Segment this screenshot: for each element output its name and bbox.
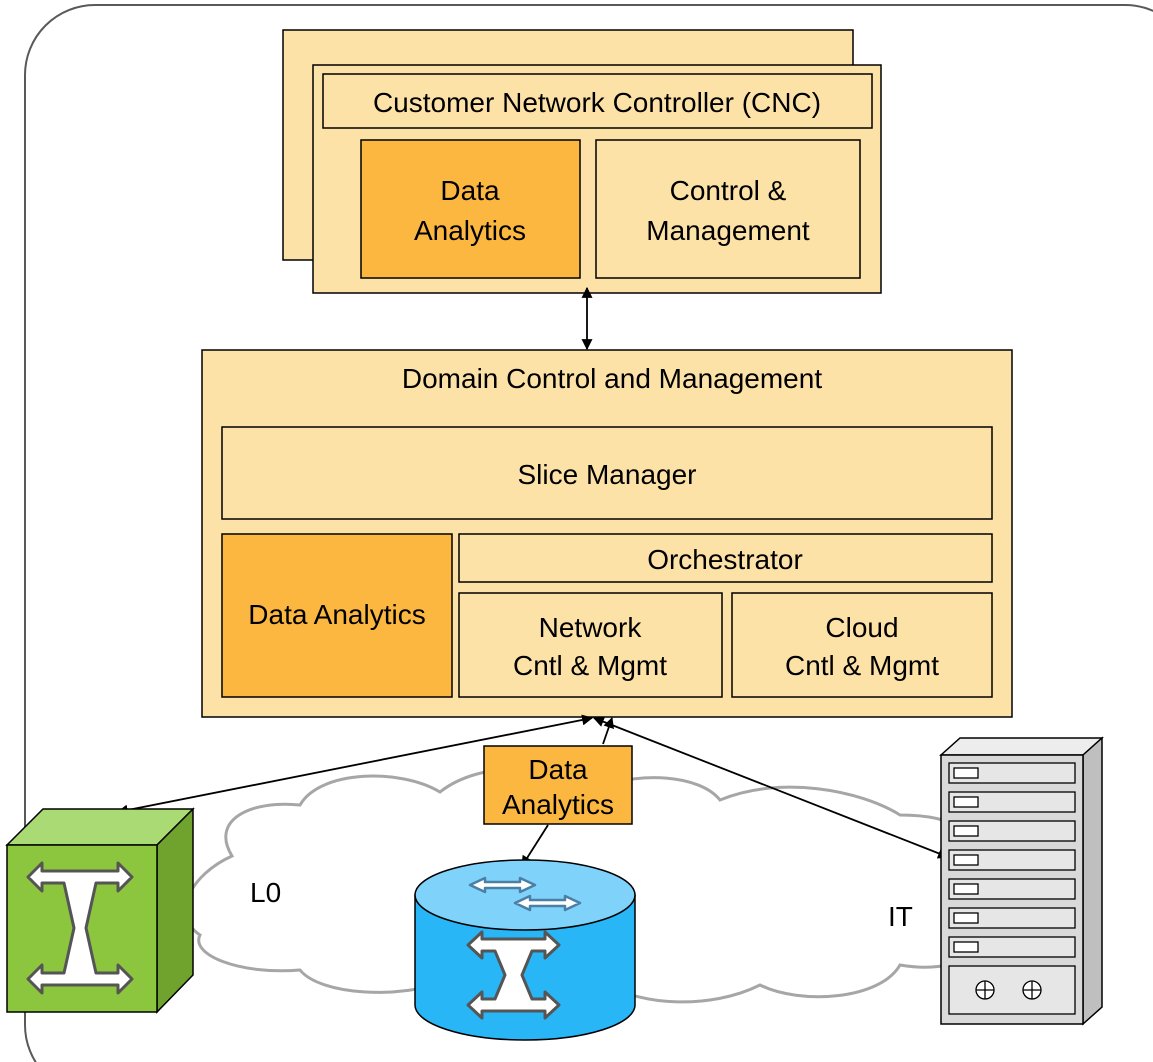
domain-data-analytics-box — [221, 533, 453, 698]
orchestrator-label: Orchestrator — [647, 544, 803, 575]
cnc-data-analytics-line1: Data — [440, 175, 500, 206]
cnc-data-analytics-line2: Analytics — [414, 215, 526, 246]
cnc-control-management-box — [595, 139, 861, 279]
network-cntl-mgmt-box — [458, 592, 723, 698]
network-data-analytics-box — [483, 745, 633, 825]
cloud-cntl-mgmt-box — [731, 592, 993, 698]
network-analytics-line1: Data — [528, 754, 588, 785]
cnc-title: Customer Network Controller (CNC) — [373, 87, 821, 118]
network-analytics-line2: Analytics — [502, 789, 614, 820]
cloud-cntl-line2: Cntl & Mgmt — [785, 650, 939, 681]
analytics-to-router-arrow — [521, 824, 549, 867]
l0-label: L0 — [250, 877, 281, 908]
cnc-control-line1: Control & — [670, 175, 787, 206]
network-cntl-line2: Cntl & Mgmt — [513, 650, 667, 681]
domain-title: Domain Control and Management — [402, 363, 822, 394]
network-cntl-line1: Network — [539, 612, 643, 643]
cloud-cntl-line1: Cloud — [825, 612, 898, 643]
cnc-control-line2: Management — [646, 215, 810, 246]
orchestrator-box — [458, 533, 993, 583]
cnc-title-box — [322, 73, 873, 129]
router-icon — [414, 859, 636, 1041]
domain-data-analytics-label: Data Analytics — [248, 599, 425, 630]
server-rack-icon — [939, 736, 1104, 1026]
cnc-data-analytics-box — [360, 139, 581, 279]
optical-switch-icon — [5, 807, 195, 1014]
cnc-stack: Customer Network Controller (CNC) Data A… — [282, 29, 882, 294]
slice-manager-label: Slice Manager — [518, 459, 697, 490]
slice-manager-box — [221, 426, 993, 520]
network-data-analytics: Data Analytics — [483, 745, 633, 825]
domain-to-server-arrow — [592, 716, 950, 859]
outer-frame — [24, 4, 1153, 1062]
domain-control-management: Domain Control and Management Slice Mana… — [201, 349, 1013, 718]
domain-to-analytics-arrow — [602, 716, 614, 745]
it-label: IT — [888, 901, 913, 932]
domain-to-switch-arrow — [116, 714, 594, 816]
